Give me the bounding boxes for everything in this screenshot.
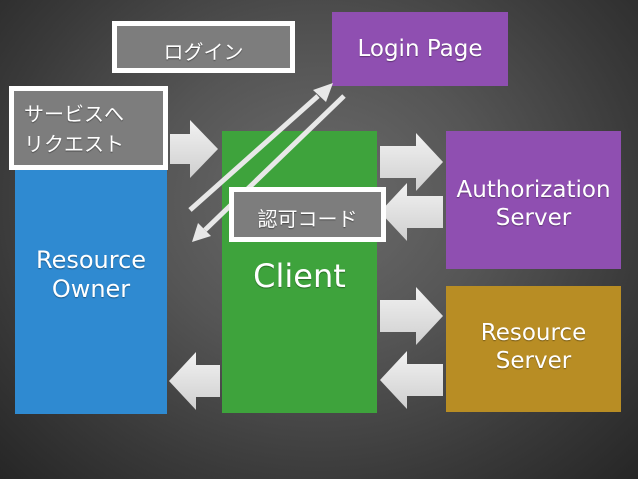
service-request-label-box: サービスへ リクエスト xyxy=(9,86,168,170)
authorization-server-box: Authorization Server xyxy=(446,131,621,269)
arrow-owner-to-client xyxy=(170,120,218,178)
arrow-owner-to-login-page xyxy=(188,83,333,212)
authorization-server-label: Authorization Server xyxy=(456,177,611,232)
arrow-client-to-resource-server xyxy=(380,287,443,345)
login-page-label: Login Page xyxy=(357,36,483,62)
auth-code-label-text: 認可コード xyxy=(257,207,358,231)
arrow-auth-server-to-client xyxy=(380,183,443,241)
login-label-box: ログイン xyxy=(112,21,295,73)
auth-code-label-box: 認可コード xyxy=(229,187,386,242)
login-page-box: Login Page xyxy=(332,12,508,86)
arrow-resource-server-to-client xyxy=(380,351,443,409)
resource-server-label: Resource Server xyxy=(480,320,587,375)
login-label-text: ログイン xyxy=(163,40,244,64)
client-box: Client xyxy=(222,131,377,413)
arrow-client-to-owner xyxy=(169,352,220,410)
resource-owner-label: Resource Owner xyxy=(35,246,147,304)
service-request-label-text: サービスへ リクエスト xyxy=(24,102,124,156)
arrow-client-to-auth-server xyxy=(380,133,443,191)
resource-owner-box: Resource Owner xyxy=(15,152,167,414)
resource-server-box: Resource Server xyxy=(446,286,621,412)
client-label: Client xyxy=(253,257,346,295)
arrow-login-page-to-owner xyxy=(192,94,346,242)
